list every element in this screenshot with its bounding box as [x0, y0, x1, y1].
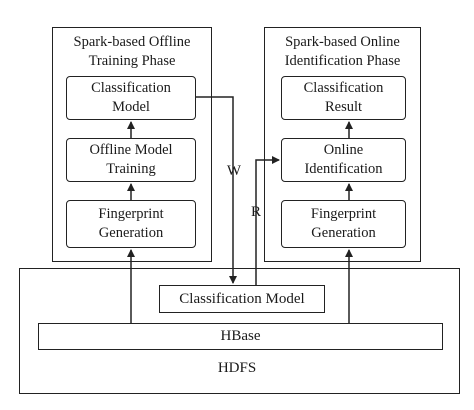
offline-fingerprint-generation-box: Fingerprint Generation [66, 200, 196, 248]
offline-classification-model-box: Classification Model [66, 76, 196, 120]
online-identification-box: Online Identification [281, 138, 406, 182]
online-fingerprint-generation-box: Fingerprint Generation [281, 200, 406, 248]
offline-panel-title: Spark-based Offline Training Phase [73, 34, 191, 69]
arrow-write-model [196, 96, 237, 284]
offline-model-training-box: Offline Model Training [66, 138, 196, 182]
hdfs-label: HDFS [217, 360, 257, 376]
hbase-bar: HBase [38, 323, 443, 350]
storage-classification-model-box: Classification Model [159, 285, 325, 313]
read-edge-label: R [250, 204, 261, 220]
online-panel-title: Spark-based Online Identification Phase [284, 34, 401, 69]
online-classification-result-box: Classification Result [281, 76, 406, 120]
arrow-read-model [255, 156, 280, 285]
write-edge-label: W [226, 163, 242, 179]
